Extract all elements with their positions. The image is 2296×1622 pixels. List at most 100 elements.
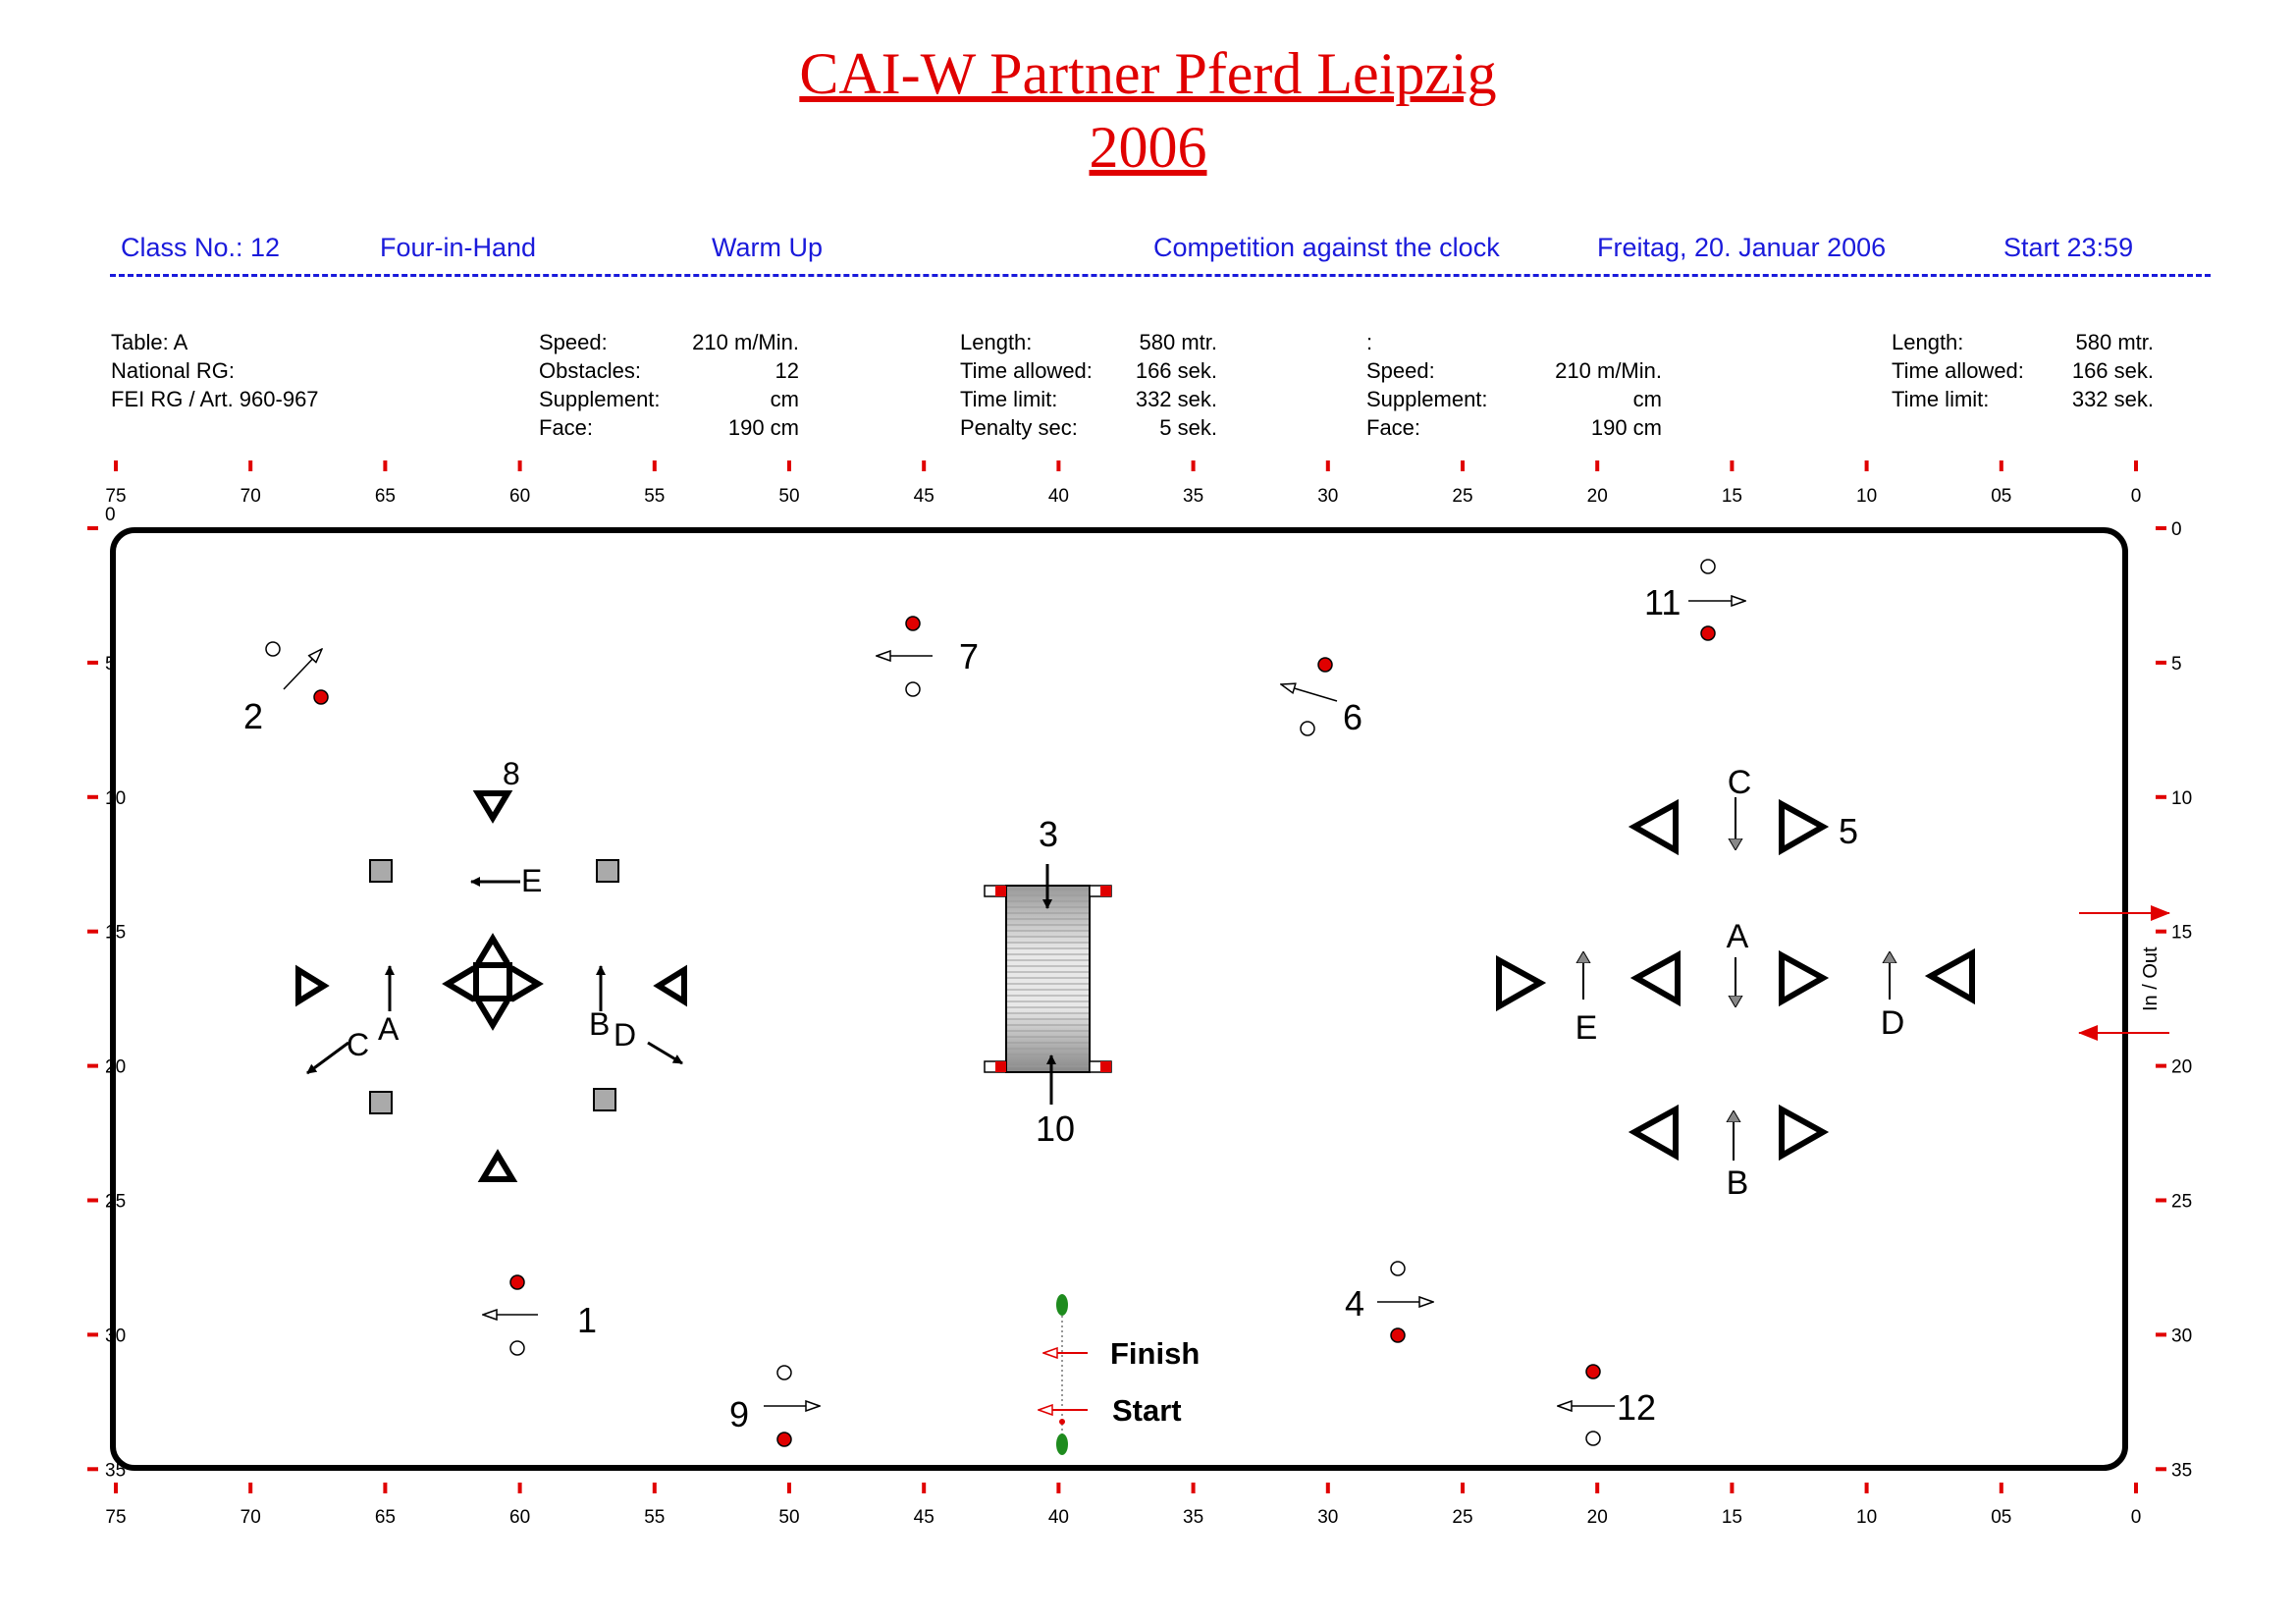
cone-marker (1496, 954, 1547, 1012)
x-bottom-tick (2134, 1483, 2138, 1493)
x-top-tick (1056, 460, 1061, 471)
y-left-tick (87, 1063, 98, 1068)
cone-marker (1628, 1104, 1679, 1162)
obstacle-2: 2 (243, 641, 329, 736)
cone-marker (1628, 798, 1679, 856)
x-top-label: 65 (375, 486, 396, 507)
gate-label-c: C (1728, 764, 1752, 801)
obstacle-number: 11 (1644, 582, 1681, 622)
x-bottom-label: 70 (240, 1507, 261, 1528)
x-bottom-tick (1999, 1483, 2003, 1493)
obstacle-number: 9 (729, 1394, 749, 1434)
obstacle-11: 11 (1644, 559, 1745, 641)
obstacle-number: 1 (577, 1300, 597, 1340)
x-top-label: 75 (105, 486, 126, 507)
info-value: 166 sek. (2071, 358, 2154, 383)
x-bottom-label: 45 (914, 1507, 934, 1528)
info-label: Supplement: (1366, 387, 1488, 411)
info-second-length-col: Length: Time allowed: Time limit: 580 mt… (1892, 328, 2154, 416)
obstacle-8-complex (295, 790, 687, 1182)
y-right-label: 5 (2171, 654, 2182, 675)
x-top-tick (383, 460, 388, 471)
y-right-tick (2156, 1332, 2166, 1337)
obstacle-number: 6 (1343, 697, 1362, 737)
x-bottom-tick (383, 1483, 388, 1493)
obstacle-8-gates (306, 877, 683, 1075)
gate-arrow-d (647, 1041, 683, 1065)
info-value: 190 cm (1590, 415, 1662, 440)
x-top-tick (652, 460, 657, 471)
gate-label-c: C (347, 1027, 369, 1062)
competition-type: Competition against the clock (1153, 233, 1500, 262)
y-right-tick (2156, 660, 2166, 665)
x-bottom-tick (1595, 1483, 1600, 1493)
x-top-label: 45 (914, 486, 934, 507)
block (369, 859, 393, 883)
x-bottom-label: 60 (509, 1507, 530, 1528)
white-flag (1300, 721, 1315, 736)
gate-label-a: A (1727, 918, 1749, 955)
y-left-label: 25 (105, 1192, 126, 1213)
y-right-tick (2156, 1063, 2166, 1068)
info-national-rg: National RG: (111, 358, 235, 383)
x-bottom-tick (1191, 1483, 1196, 1493)
y-left-label: 35 (105, 1460, 126, 1481)
start-post (1056, 1294, 1068, 1316)
x-top-tick (922, 460, 927, 471)
gate-label-b: B (589, 1006, 610, 1042)
x-top-label: 70 (240, 486, 261, 507)
cone-marker (1924, 947, 1975, 1005)
obstacle-1: 1 (483, 1274, 597, 1356)
gate-label-e: E (521, 863, 542, 898)
obstacle-number: 2 (243, 696, 263, 736)
red-flag (905, 616, 921, 631)
info-value: 5 sek. (1159, 415, 1217, 440)
bridge-flag-red (1100, 1061, 1111, 1072)
cone-marker (1779, 798, 1830, 856)
cone-marker (509, 965, 544, 1002)
y-right-label: 10 (2171, 788, 2192, 809)
x-bottom-label: 65 (375, 1507, 396, 1528)
x-top-tick (787, 460, 791, 471)
obstacle-5-gates (1583, 797, 1890, 1161)
x-bottom-tick (248, 1483, 253, 1493)
x-top-label: 10 (1856, 486, 1877, 507)
red-flag (313, 689, 329, 705)
y-right-tick (2156, 794, 2166, 799)
info-fei-rg: FEI RG / Art. 960-967 (111, 387, 319, 411)
gate-arrow-c (306, 1041, 349, 1075)
x-bottom-label: 55 (644, 1507, 665, 1528)
start-marker (1059, 1419, 1065, 1425)
cone-marker (475, 999, 510, 1031)
bridge-flag-red (995, 886, 1006, 896)
gate-label-a: A (378, 1011, 400, 1047)
x-top-tick (1595, 460, 1600, 471)
x-bottom-tick (1056, 1483, 1061, 1493)
info-label: Time allowed: (960, 358, 1093, 383)
info-label: Time limit: (960, 387, 1058, 411)
x-top-tick (248, 460, 253, 471)
info-label: : (1366, 330, 1373, 354)
y-left-tick (87, 526, 98, 530)
start-time: Start 23:59 (2003, 233, 2134, 262)
info-label: Obstacles: (539, 358, 641, 383)
cone-marker (1629, 949, 1681, 1007)
class-number: Class No.: 12 (121, 233, 281, 262)
x-top-tick (1325, 460, 1330, 471)
info-value: 210 m/Min. (1555, 358, 1662, 383)
info-second-round-col: : Speed: Supplement: Face: 210 m/Min. cm… (1366, 328, 1662, 446)
y-right-label: 25 (2171, 1192, 2192, 1213)
info-label: Penalty sec: (960, 415, 1078, 440)
y-left-label: 15 (105, 923, 126, 944)
y-left-tick (87, 794, 98, 799)
info-value: cm (770, 387, 799, 411)
cone-marker (442, 965, 476, 1002)
direction-arrow (283, 649, 322, 690)
red-flag (1700, 625, 1716, 641)
obstacle-number: 5 (1839, 811, 1858, 851)
finish-label: Finish (1110, 1336, 1200, 1371)
competition-date: Freitag, 20. Januar 2006 (1597, 233, 1887, 262)
obstacle-8-blocks (369, 859, 619, 1114)
x-bottom-label: 15 (1722, 1507, 1742, 1528)
